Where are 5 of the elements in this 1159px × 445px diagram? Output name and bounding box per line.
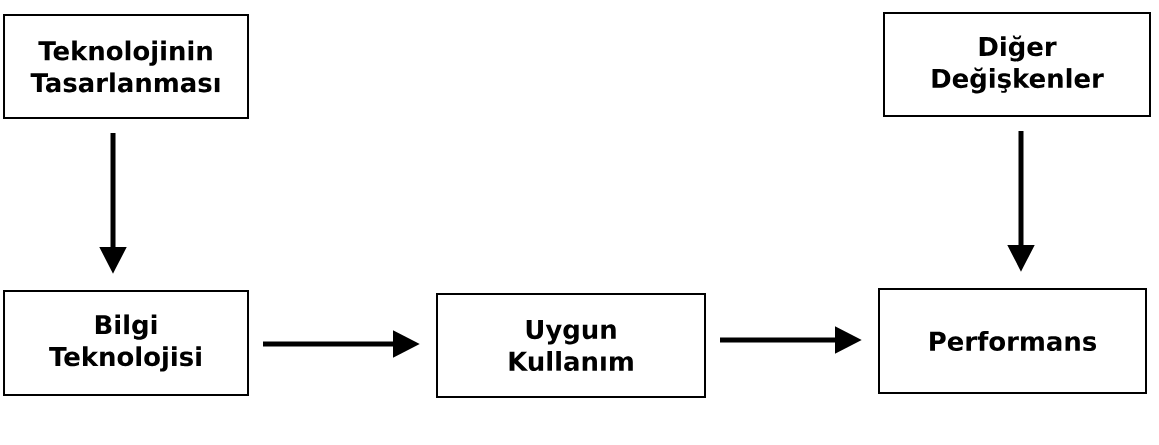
process-box: Bilgi Teknolojisi	[3, 290, 249, 396]
process-box: Performans	[878, 288, 1147, 394]
process-box: Uygun Kullanım	[436, 293, 706, 398]
process-box: Diğer Değişkenler	[883, 12, 1151, 117]
process-box: Teknolojinin Tasarlanması	[3, 14, 249, 119]
